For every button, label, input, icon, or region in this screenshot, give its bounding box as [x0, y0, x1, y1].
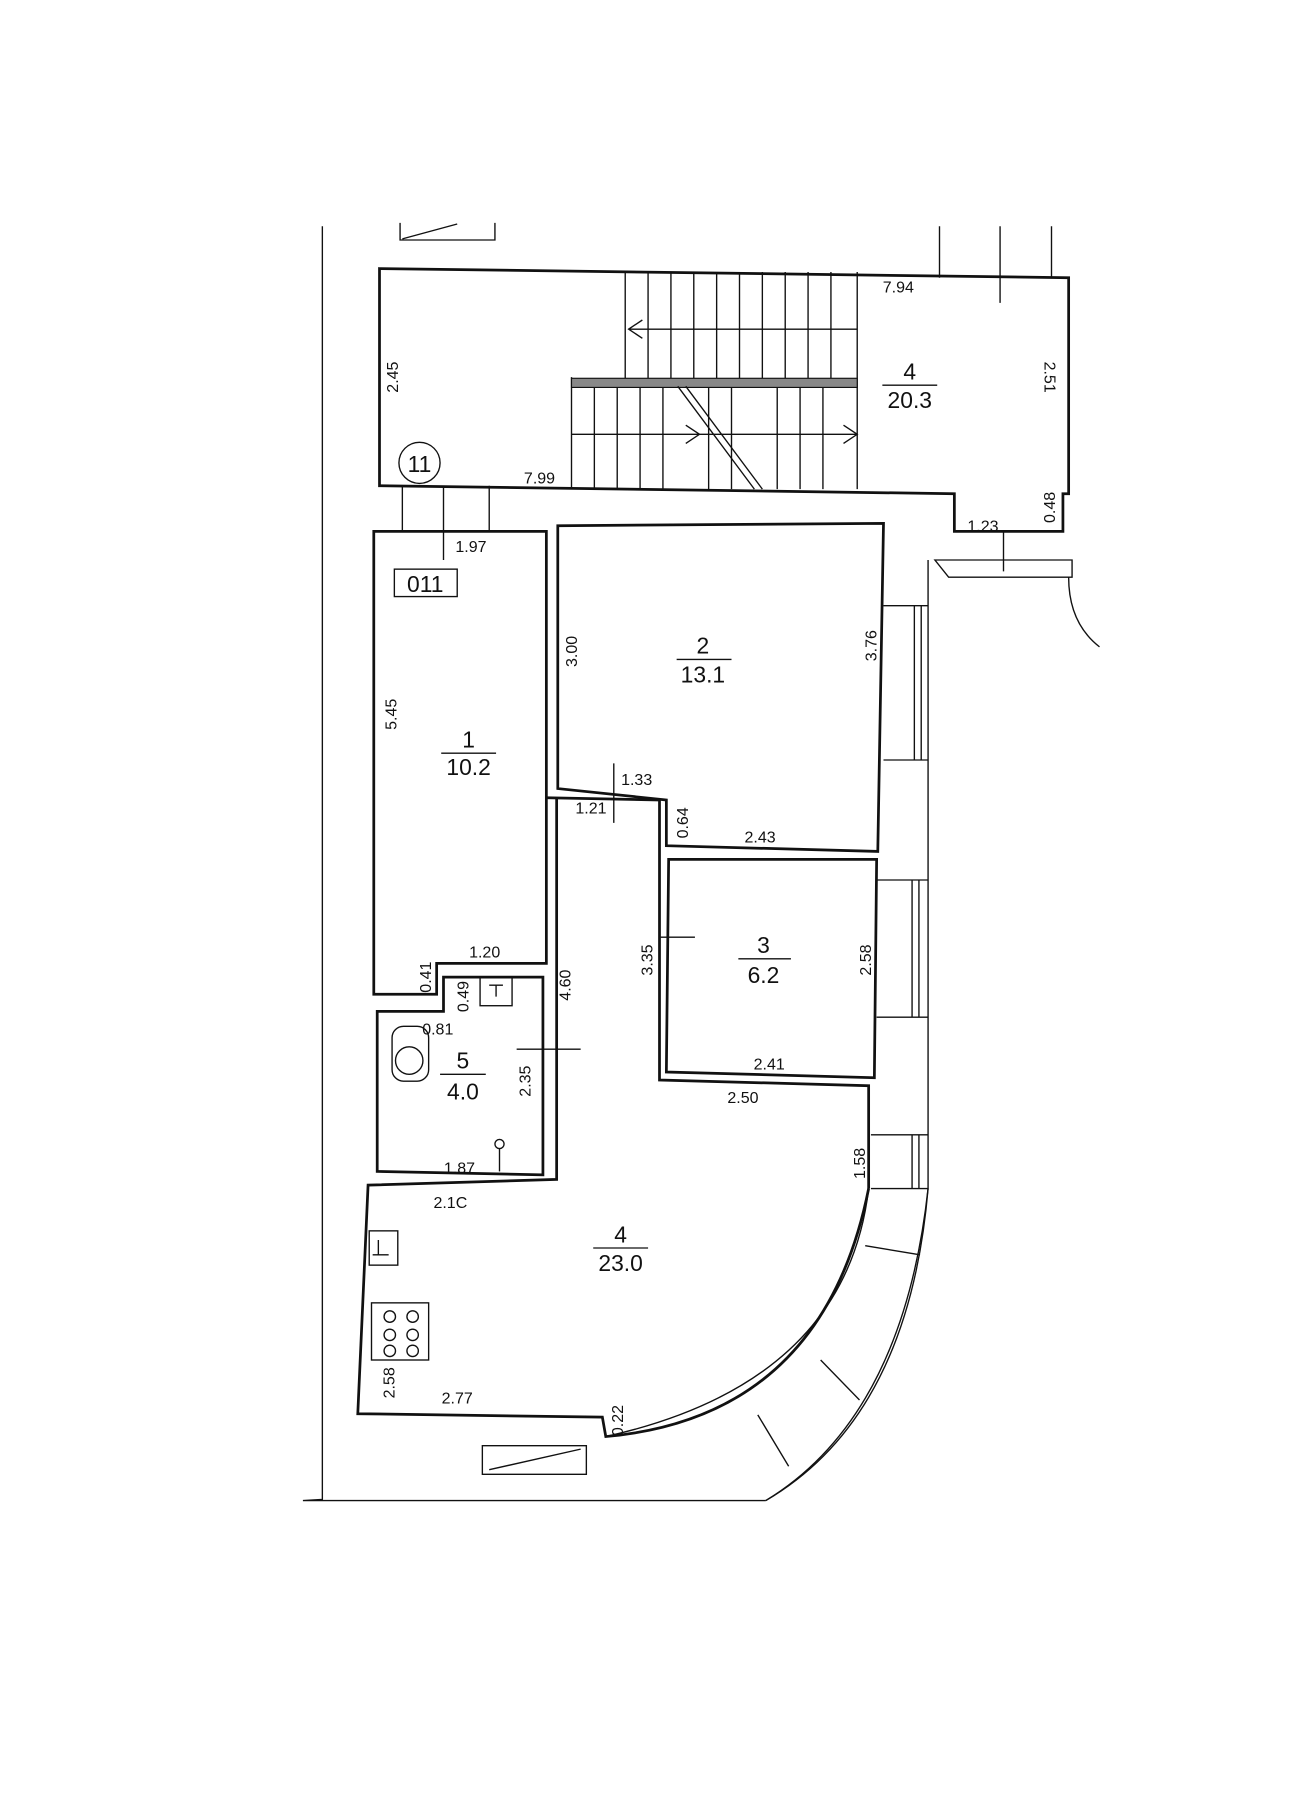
- stair-break-line: [677, 385, 763, 490]
- room-area: 6.2: [748, 962, 780, 988]
- dimension: 1.87: [444, 1161, 475, 1178]
- stove-icon: [370, 1302, 430, 1361]
- dimension: 0.49: [456, 981, 473, 1012]
- dimension: 2.58: [381, 1367, 398, 1398]
- room-area: 13.1: [681, 661, 725, 687]
- dimension: 0.64: [675, 807, 692, 838]
- tag-label: 011: [407, 571, 443, 597]
- dimension: 2.45: [385, 361, 402, 392]
- room-1-walls: [372, 530, 548, 996]
- room-area: 23.0: [598, 1250, 642, 1276]
- room-number: 4: [614, 1221, 627, 1247]
- arrow-up-icon: [627, 319, 858, 339]
- stair-hall: 11: [378, 267, 1071, 560]
- dimension: 2.35: [517, 1065, 534, 1096]
- entrance: [933, 531, 1100, 648]
- door-marks: [516, 763, 695, 1050]
- windows: [870, 605, 929, 1190]
- dimension: 3.35: [640, 944, 657, 975]
- room-2-walls: [556, 522, 885, 853]
- dimension: 2.58: [858, 944, 875, 975]
- dimension: 2.50: [727, 1090, 758, 1107]
- corridor-walls: [546, 796, 871, 1189]
- marker-label: 11: [408, 451, 432, 477]
- room-5-walls: [375, 975, 545, 1177]
- stair-steps: [570, 272, 858, 490]
- room-area: 4.0: [447, 1078, 479, 1104]
- toilet-icon: [391, 1025, 430, 1082]
- room-label-dividers: [440, 384, 938, 1249]
- dimension: 0.41: [418, 961, 435, 992]
- room-area: 20.3: [888, 387, 932, 413]
- stair-handrail: [570, 377, 858, 388]
- dimension: 2.1C: [433, 1195, 467, 1212]
- room-labels: 4 20.3 1 10.2 2 13.1 3 6.2 5 4.0 4 23.0: [446, 358, 932, 1275]
- room-number: 4: [903, 358, 916, 384]
- room-3-walls: [664, 858, 879, 1080]
- dimension-labels: 2.45 7.94 2.51 7.99 1.97 1.23 0.48 5.45 …: [381, 280, 1059, 1437]
- kitchen-sink-icon: [368, 1230, 399, 1266]
- dimension: 4.60: [557, 969, 574, 1000]
- dimension: 2.43: [745, 829, 776, 846]
- dimension: 1.97: [455, 539, 486, 556]
- dimension: 3.76: [864, 630, 881, 661]
- dimension: 5.45: [384, 699, 401, 730]
- dimension: 1.20: [469, 945, 500, 962]
- room-number: 3: [757, 932, 770, 958]
- room-area: 10.2: [446, 754, 490, 780]
- room-number: 1: [462, 726, 475, 752]
- marker-circle: [398, 441, 441, 485]
- room-number: 5: [457, 1048, 470, 1074]
- window-arc: [605, 1188, 929, 1502]
- outer-walls: [302, 222, 1053, 1502]
- dimension: 1.21: [575, 801, 606, 818]
- dimension: 2.51: [1041, 362, 1058, 393]
- room-4-walls: [356, 797, 870, 1439]
- dimension: 2.41: [754, 1057, 785, 1074]
- dimension: 0.48: [1042, 492, 1059, 523]
- dimension: 2.77: [442, 1390, 473, 1407]
- arrow-right-icon: [571, 424, 859, 444]
- exterior-grate-icon: [481, 1445, 588, 1475]
- sink-icon: [479, 976, 513, 1007]
- dimension: 7.94: [883, 280, 914, 297]
- drain-icon: [494, 1138, 505, 1150]
- dimension: 1.33: [621, 772, 652, 789]
- tag-box: [393, 568, 458, 598]
- dimension: 0.81: [422, 1021, 453, 1038]
- dimension: 1.23: [967, 518, 998, 535]
- room-number: 2: [697, 633, 710, 659]
- dimension: 3.00: [564, 636, 581, 667]
- dimension: 1.58: [852, 1148, 869, 1179]
- dimension: 0.22: [610, 1405, 627, 1436]
- dimension: 7.99: [524, 470, 555, 487]
